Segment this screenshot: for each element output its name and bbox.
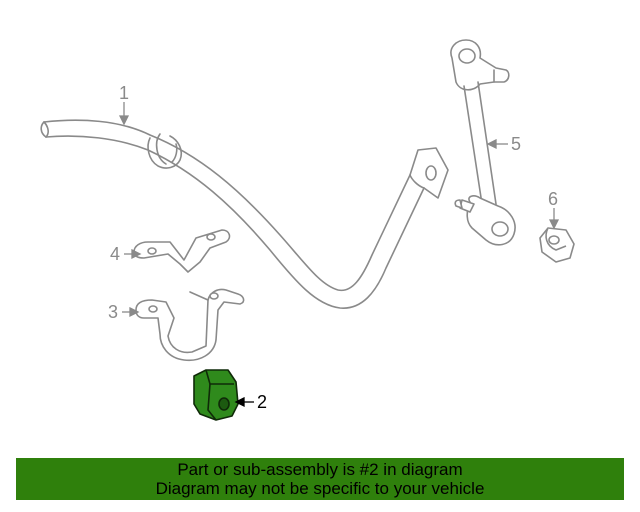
info-banner: Part or sub-assembly is #2 in diagram Di…	[16, 458, 624, 500]
banner-line-part: Part or sub-assembly is #2 in diagram	[177, 460, 463, 479]
stabilizer-link	[450, 39, 516, 246]
callout-label-2: 2	[257, 392, 268, 412]
callout-label-6: 6	[548, 189, 559, 209]
callout-leader-2	[234, 396, 254, 408]
bracket-upper	[133, 229, 231, 273]
callout-label-3: 3	[108, 302, 119, 322]
banner-line-disclaimer: Diagram may not be specific to your vehi…	[155, 479, 485, 498]
nut	[539, 227, 575, 263]
bushing-highlighted	[193, 369, 239, 421]
callout-label-1: 1	[119, 83, 130, 103]
callout-leaders	[118, 102, 560, 318]
callout-label-4: 4	[110, 244, 121, 264]
bracket	[135, 288, 245, 362]
stabilizer-bar	[40, 119, 449, 309]
callout-label-5: 5	[511, 134, 522, 154]
